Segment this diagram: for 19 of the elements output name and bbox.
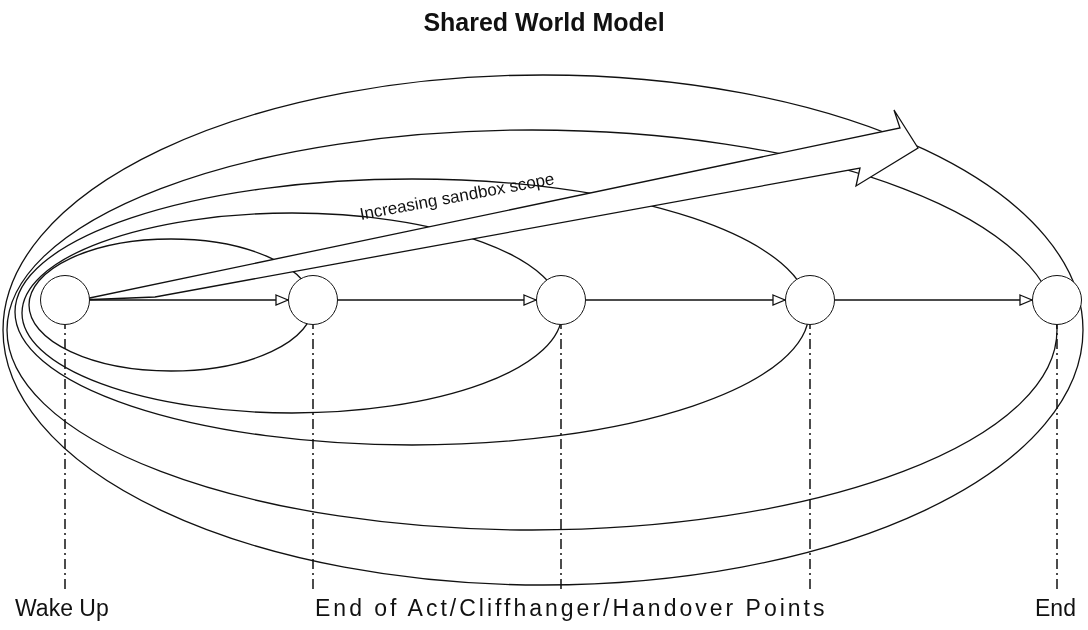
arrow (585, 294, 786, 306)
stage-circle (1032, 275, 1082, 325)
leader-line (64, 324, 66, 590)
stage-circle (536, 275, 586, 325)
arrow (89, 294, 289, 306)
leader-line (809, 324, 811, 590)
arrow (337, 294, 537, 306)
stage-label: End of Act/Cliffhanger/Handover Points (315, 595, 828, 622)
stage-label: End (1035, 595, 1076, 622)
stage-circle (40, 275, 90, 325)
stage-circle (288, 275, 338, 325)
leader-line (312, 324, 314, 590)
diagram-title: Shared World Model (422, 8, 666, 37)
stage-label: Wake Up (15, 595, 109, 622)
stage-circle (785, 275, 835, 325)
arrow-label: Increasing sandbox scope (358, 169, 557, 225)
arrow (834, 294, 1033, 306)
leader-line (1056, 324, 1058, 590)
leader-line (560, 324, 562, 590)
